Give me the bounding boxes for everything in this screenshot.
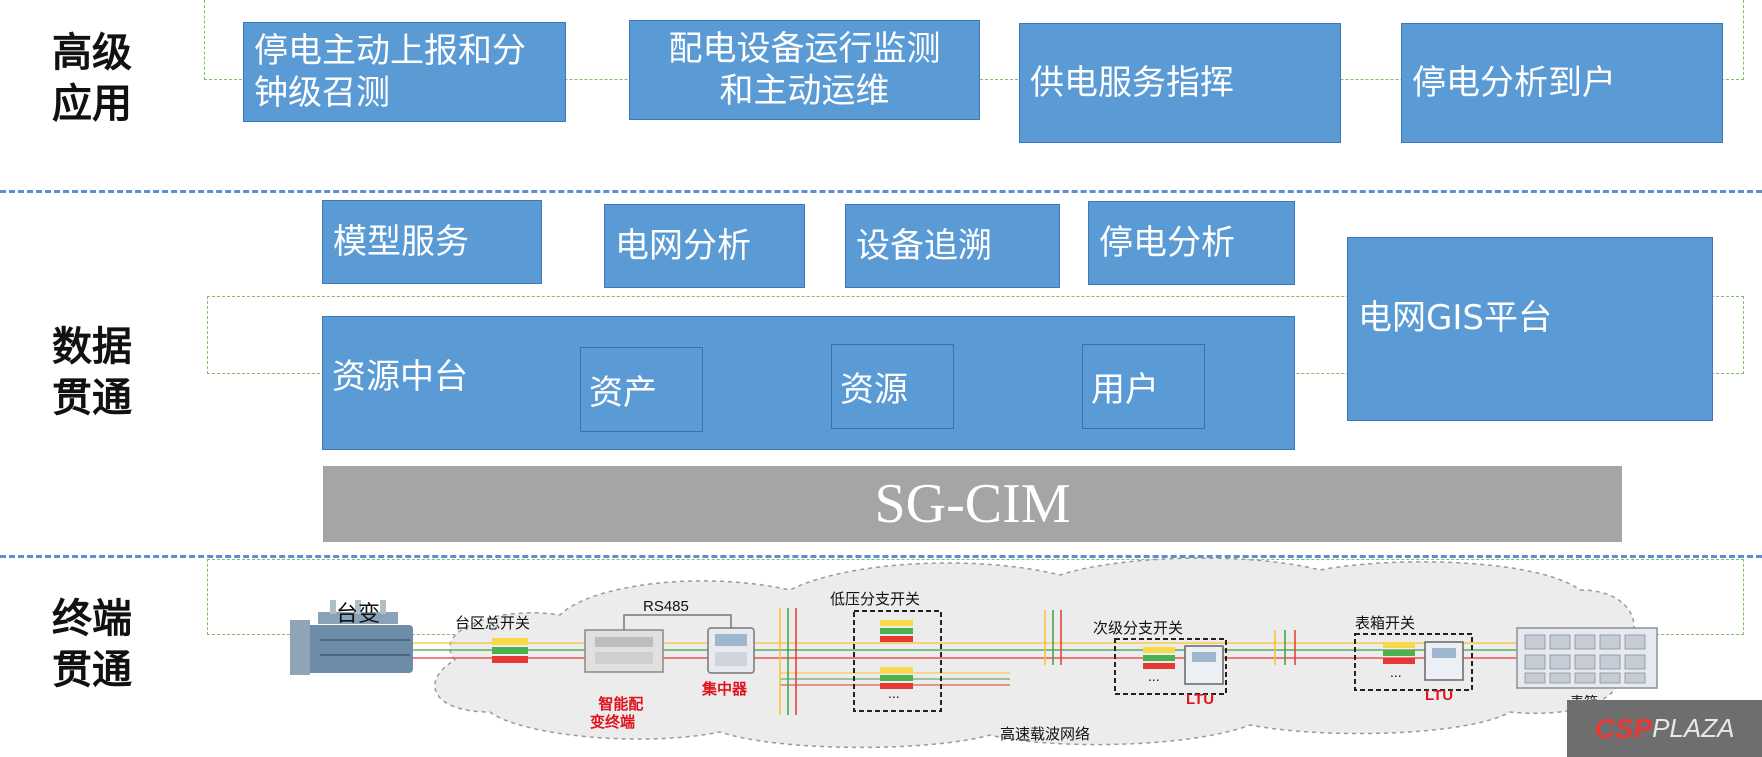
asset-label: 资产 (589, 373, 657, 413)
meter-box-switch-box (1354, 633, 1473, 691)
csp-logo-brand: CSP (1594, 712, 1653, 744)
grid-gis-platform-box: 电网GIS平台 (1347, 237, 1713, 421)
app-outage-report-box: 停电主动上报和分钟级召测 (243, 22, 566, 122)
terminal-network-diagram (290, 557, 1658, 749)
asset-box: 资产 (580, 347, 703, 432)
rs485-link (623, 614, 732, 630)
low-branch-breaker-1 (880, 620, 913, 642)
csp-logo-suffix: PLAZA (1652, 713, 1735, 743)
layer-label-data-integration: 数据 贯通 (52, 324, 132, 421)
resource-middle-platform-label: 资源中台 (332, 357, 468, 397)
rs485-label: RS485 (643, 598, 689, 615)
user-box: 用户 (1082, 344, 1205, 429)
main-switch-label: 台区总开关 (455, 615, 531, 632)
ltu-label-1: LTU (1186, 691, 1215, 708)
concentrator-label: 集中器 (702, 681, 748, 698)
transformer-icon (290, 600, 413, 675)
app-outage-report-label: 停电主动上报和分钟级召测 (254, 30, 526, 114)
sg-cim-bar: SG-CIM (323, 466, 1622, 542)
ltu-device-1 (1184, 645, 1224, 685)
meter-box-icon (1516, 627, 1658, 689)
app-equipment-monitoring-label: 配电设备运行监测和主动运维 (668, 28, 941, 112)
sub-branch-switch-label: 次级分支开关 (1093, 620, 1184, 637)
layer-separator-bottom (0, 555, 1762, 558)
ellipsis-meter-box: ... (1390, 664, 1402, 680)
transformer-label: 台变 (336, 601, 381, 626)
sg-cim-label: SG-CIM (874, 473, 1071, 535)
app-service-command-box: 供电服务指挥 (1019, 23, 1341, 143)
svc-grid-analysis-box: 电网分析 (604, 204, 805, 288)
user-label: 用户 (1091, 370, 1159, 410)
smart-distribution-terminal-icon (584, 629, 664, 673)
main-switch-icon (492, 638, 528, 663)
layer-separator-top (0, 190, 1762, 193)
grid-gis-platform-label: 电网GIS平台 (1358, 297, 1552, 338)
low-branch-breaker-2 (880, 667, 913, 689)
app-outage-analysis-household-box: 停电分析到户 (1401, 23, 1723, 143)
csp-plaza-logo: CSP PLAZA (1567, 700, 1762, 757)
svc-outage-analysis-box: 停电分析 (1088, 201, 1295, 285)
sub-branch-breaker (1143, 647, 1175, 669)
low-branch-switch-label: 低压分支开关 (830, 591, 921, 608)
svc-model-box: 模型服务 (322, 200, 542, 284)
carrier-network-label: 高速载波网络 (1000, 726, 1091, 743)
svc-model-label: 模型服务 (333, 221, 469, 262)
svc-equipment-trace-label: 设备追溯 (856, 225, 992, 266)
app-service-command-label: 供电服务指挥 (1030, 62, 1234, 103)
smart-terminal-label: 智能配 变终端 (590, 696, 644, 731)
app-outage-analysis-household-label: 停电分析到户 (1412, 62, 1616, 103)
layer-label-terminal-integration: 终端 贯通 (52, 596, 132, 693)
ellipsis-low-branch: ... (888, 685, 900, 701)
sub-branch-switch-box (1114, 638, 1227, 695)
low-branch-switch-box (853, 610, 942, 712)
ltu-device-2 (1424, 641, 1464, 681)
resource-box: 资源 (831, 344, 954, 429)
resource-middle-platform-box: 资源中台 (322, 316, 1295, 450)
layer-label-advanced-application: 高级 应用 (52, 30, 132, 127)
concentrator-icon (707, 627, 755, 674)
svc-outage-analysis-label: 停电分析 (1099, 222, 1235, 263)
ltu-label-2: LTU (1425, 687, 1454, 704)
app-equipment-monitoring-box: 配电设备运行监测和主动运维 (629, 20, 980, 120)
svc-grid-analysis-label: 电网分析 (615, 225, 751, 266)
resource-label: 资源 (840, 370, 908, 410)
ellipsis-sub-branch: ... (1148, 668, 1160, 684)
meter-box-switch-label: 表箱开关 (1355, 615, 1416, 632)
svc-equipment-trace-box: 设备追溯 (845, 204, 1060, 288)
meter-box-breaker (1383, 642, 1415, 664)
